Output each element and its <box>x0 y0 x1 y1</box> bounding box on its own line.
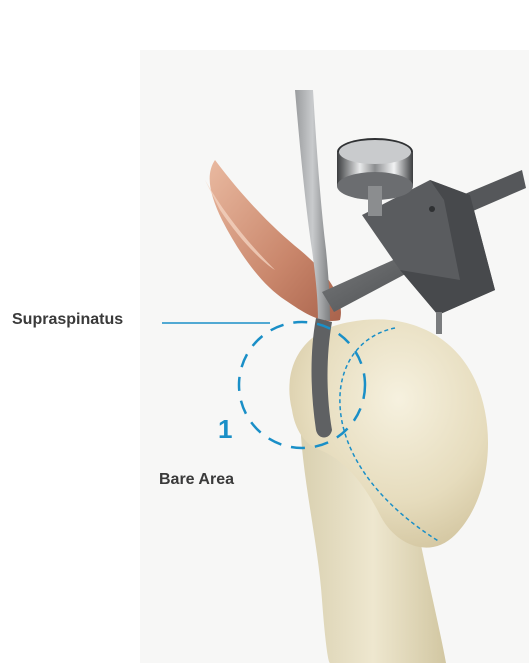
callout-number: 1 <box>218 414 232 445</box>
guide-pin <box>436 312 442 334</box>
guide-screw <box>429 206 435 212</box>
supraspinatus-label: Supraspinatus <box>12 311 123 329</box>
bare-area-label: Bare Area <box>159 471 234 489</box>
